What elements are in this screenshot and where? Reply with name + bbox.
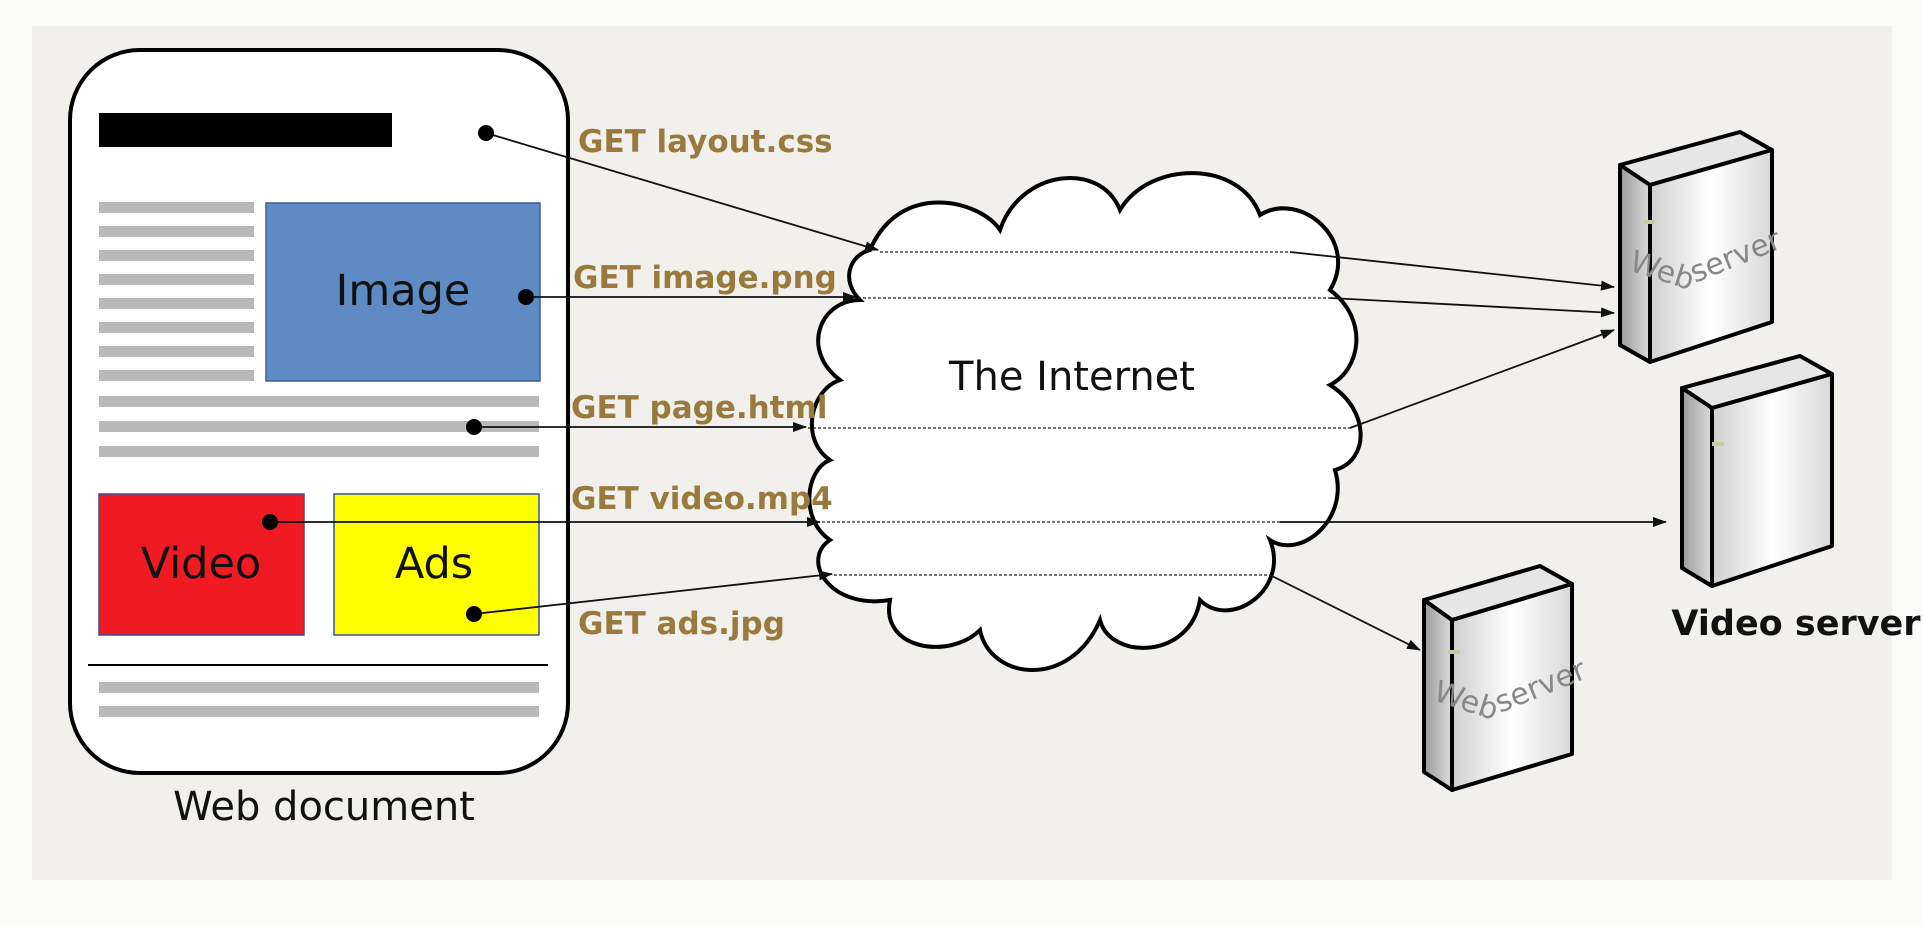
text-lines-footer bbox=[99, 682, 539, 717]
arrow-ads-jpg bbox=[473, 570, 833, 615]
cloud-shape bbox=[807, 171, 1363, 672]
request-label-image-png: GET image.png bbox=[573, 260, 837, 296]
web-server-bottom: Web server bbox=[1422, 564, 1592, 792]
ads-block-label: Ads bbox=[395, 539, 473, 589]
image-block bbox=[265, 202, 541, 382]
arrow-layout-css bbox=[485, 132, 879, 252]
video-server-caption: Video server bbox=[1671, 604, 1921, 644]
image-block-label: Image bbox=[336, 266, 471, 316]
request-label-ads-jpg: GET ads.jpg bbox=[578, 606, 785, 642]
web-document-caption: Web document bbox=[173, 784, 475, 830]
video-block-label: Video bbox=[141, 539, 261, 589]
web-server-top: Web server bbox=[1618, 130, 1787, 364]
cloud-transit-lines bbox=[808, 251, 1350, 576]
internet-cloud: The Internet bbox=[807, 171, 1363, 672]
text-lines-full bbox=[99, 396, 539, 457]
server-arrows bbox=[1269, 251, 1667, 651]
internet-label: The Internet bbox=[948, 354, 1195, 400]
web-document: Image Video Ads Web document bbox=[68, 48, 570, 830]
request-label-video-mp4: GET video.mp4 bbox=[571, 481, 833, 517]
text-lines-left bbox=[99, 202, 254, 381]
document-title-bar bbox=[99, 113, 392, 147]
request-dots bbox=[262, 125, 534, 622]
request-arrows bbox=[270, 132, 879, 615]
request-label-page-html: GET page.html bbox=[571, 390, 827, 426]
request-label-layout-css: GET layout.css bbox=[578, 124, 833, 160]
video-server: Video server bbox=[1671, 354, 1921, 644]
ads-block bbox=[333, 493, 540, 636]
